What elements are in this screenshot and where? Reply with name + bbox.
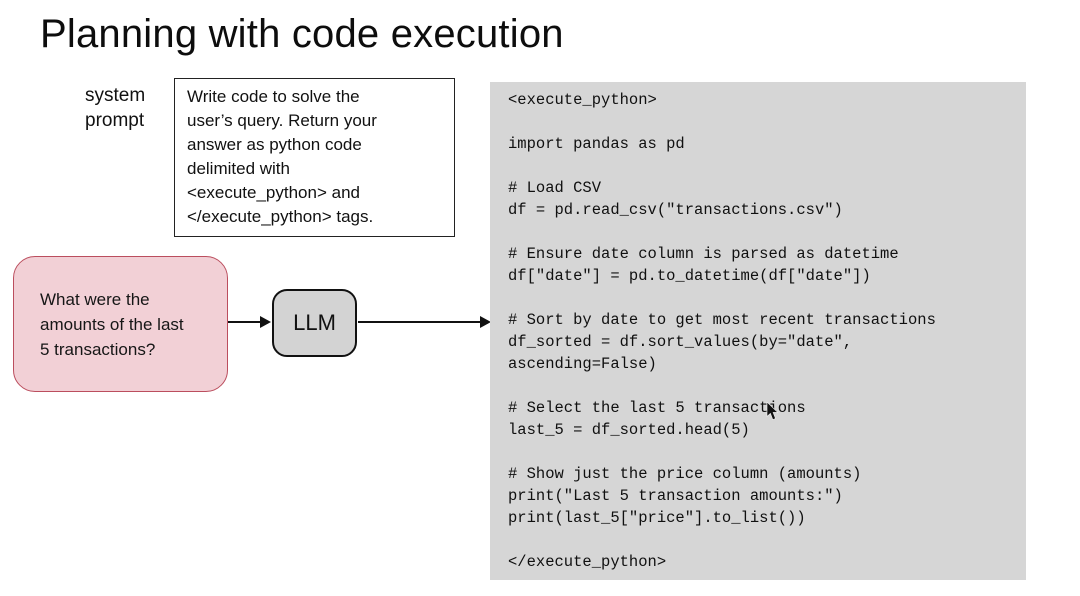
llm-node-label: LLM <box>293 310 336 335</box>
arrow-query-to-llm-head <box>260 316 271 328</box>
code-output-panel: <execute_python> import pandas as pd # L… <box>490 82 1026 580</box>
arrow-llm-to-code-head <box>480 316 491 328</box>
system-prompt-box: Write code to solve the user’s query. Re… <box>174 78 455 237</box>
mouse-cursor-icon <box>766 402 779 420</box>
llm-node: LLM <box>272 289 357 357</box>
arrow-query-to-llm <box>228 321 261 323</box>
page-title: Planning with code execution <box>40 12 564 56</box>
arrow-llm-to-code <box>358 321 481 323</box>
user-query-box: What were the amounts of the last 5 tran… <box>13 256 228 392</box>
system-prompt-label: system prompt <box>85 85 146 131</box>
user-query-text: What were the amounts of the last 5 tran… <box>40 289 184 359</box>
